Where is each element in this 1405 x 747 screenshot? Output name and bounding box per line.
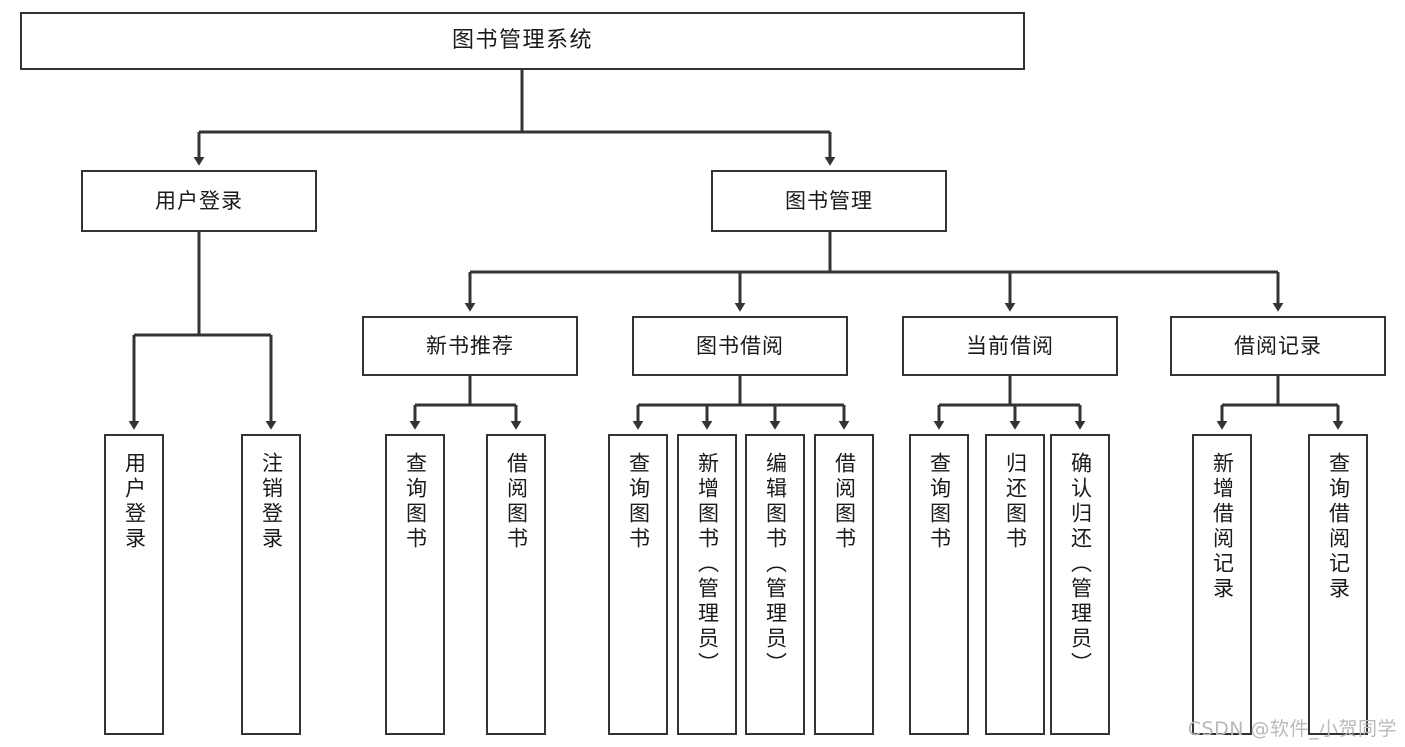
node-new-book-recommend[interactable]: 新书推荐 <box>362 316 578 376</box>
node-borrow-record[interactable]: 借阅记录 <box>1170 316 1386 376</box>
node-leaf-add-book-admin[interactable]: 新增图书（管理员） <box>677 434 737 735</box>
node-leaf-return-book[interactable]: 归还图书 <box>985 434 1045 735</box>
watermark: CSDN @软件_小贺同学 <box>1187 718 1397 740</box>
node-root-system[interactable]: 图书管理系统 <box>20 12 1025 70</box>
node-label: 借阅记录 <box>1234 333 1322 358</box>
node-leaf-query-book-current[interactable]: 查询图书 <box>909 434 969 735</box>
node-leaf-add-borrow-record[interactable]: 新增借阅记录 <box>1192 434 1252 735</box>
node-label: 借阅图书 <box>832 452 857 552</box>
node-book-borrow[interactable]: 图书借阅 <box>632 316 848 376</box>
node-label: 查询图书 <box>927 452 952 552</box>
node-leaf-query-book-borrow[interactable]: 查询图书 <box>608 434 668 735</box>
node-label: 图书管理 <box>785 188 873 213</box>
node-label: 确认归还（管理员） <box>1068 452 1093 677</box>
node-label: 图书管理系统 <box>451 28 593 54</box>
node-label: 注销登录 <box>259 452 284 552</box>
node-leaf-query-borrow-record[interactable]: 查询借阅记录 <box>1308 434 1368 735</box>
node-label: 归还图书 <box>1003 452 1028 552</box>
node-label: 用户登录 <box>122 452 147 552</box>
node-leaf-borrow-book-recommend[interactable]: 借阅图书 <box>486 434 546 735</box>
node-leaf-borrow-book[interactable]: 借阅图书 <box>814 434 874 735</box>
node-leaf-edit-book-admin[interactable]: 编辑图书（管理员） <box>745 434 805 735</box>
node-book-manage[interactable]: 图书管理 <box>711 170 947 232</box>
node-label: 当前借阅 <box>966 333 1054 358</box>
node-leaf-query-book-recommend[interactable]: 查询图书 <box>385 434 445 735</box>
node-label: 查询图书 <box>626 452 651 552</box>
node-leaf-confirm-return-admin[interactable]: 确认归还（管理员） <box>1050 434 1110 735</box>
node-label: 新增借阅记录 <box>1210 452 1235 602</box>
node-label: 借阅图书 <box>504 452 529 552</box>
node-leaf-logout[interactable]: 注销登录 <box>241 434 301 735</box>
node-leaf-user-login[interactable]: 用户登录 <box>104 434 164 735</box>
node-label: 图书借阅 <box>696 333 784 358</box>
node-label: 查询图书 <box>403 452 428 552</box>
node-user-login[interactable]: 用户登录 <box>81 170 317 232</box>
node-current-borrow[interactable]: 当前借阅 <box>902 316 1118 376</box>
node-label: 新增图书（管理员） <box>695 452 720 677</box>
node-label: 编辑图书（管理员） <box>763 452 788 677</box>
node-label: 用户登录 <box>155 188 243 213</box>
node-label: 新书推荐 <box>426 333 514 358</box>
node-label: 查询借阅记录 <box>1326 452 1351 602</box>
